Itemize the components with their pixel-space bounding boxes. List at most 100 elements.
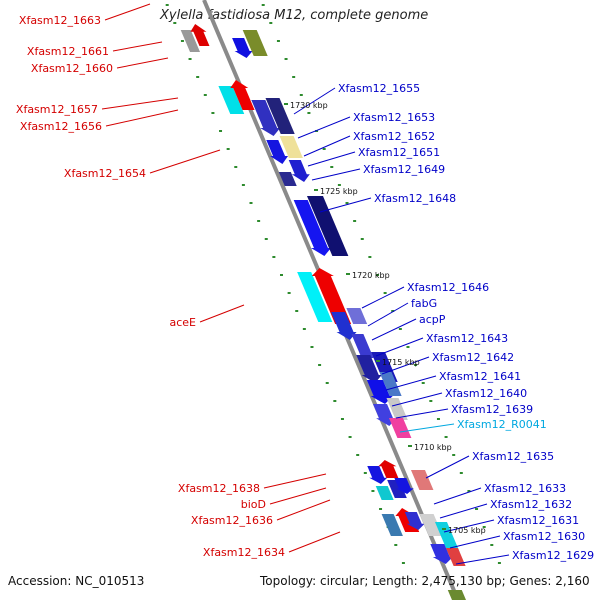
gene-label-right[interactable]: Xfasm12_1629 <box>512 549 594 562</box>
gene-label-right[interactable]: Xfasm12_1640 <box>445 387 527 400</box>
gene-block[interactable] <box>445 548 466 566</box>
gene-label-left[interactable]: Xfasm12_1660 <box>31 62 113 75</box>
track-dot <box>398 328 402 330</box>
gene-block[interactable] <box>293 200 331 256</box>
track-dot <box>173 22 177 24</box>
gene-block[interactable] <box>311 268 352 324</box>
gene-block[interactable] <box>190 24 210 46</box>
gene-label-right[interactable]: Xfasm12_1655 <box>338 82 420 95</box>
gene-block[interactable] <box>297 272 333 322</box>
gene-block[interactable] <box>346 308 368 324</box>
gene-block[interactable] <box>288 160 310 182</box>
track-dot <box>272 256 276 258</box>
gene-label-left[interactable]: Xfasm12_1657 <box>16 103 98 116</box>
track-dot <box>292 76 296 78</box>
track-dot <box>325 382 329 384</box>
track-dot <box>261 4 265 6</box>
track-dot <box>188 58 192 60</box>
gene-label-right[interactable]: Xfasm12_1642 <box>432 351 514 364</box>
track-dot <box>295 310 299 312</box>
label-leader-line <box>395 408 449 419</box>
gene-label-right[interactable]: Xfasm12_1633 <box>484 482 566 495</box>
label-leader-line <box>104 3 151 21</box>
gene-label-right[interactable]: Xfasm12_1630 <box>503 530 585 543</box>
gene-block[interactable] <box>366 380 393 404</box>
gene-block[interactable] <box>279 136 303 158</box>
gene-block[interactable] <box>388 418 412 438</box>
gene-label-left[interactable]: aceE <box>169 316 196 329</box>
gene-label-right[interactable]: Xfasm12_1631 <box>497 514 579 527</box>
gene-block[interactable] <box>381 514 403 536</box>
gene-block[interactable] <box>356 355 382 383</box>
gene-block[interactable] <box>430 544 453 564</box>
gene-block[interactable] <box>265 98 295 134</box>
gene-label-right[interactable]: Xfasm12_1632 <box>490 498 572 511</box>
label-leader-line <box>381 356 430 375</box>
gene-label-right[interactable]: Xfasm12_R0041 <box>457 418 547 431</box>
gene-block[interactable] <box>386 398 408 420</box>
gene-label-left[interactable]: bioD <box>241 498 266 511</box>
gene-block[interactable] <box>230 80 255 110</box>
gene-label-right[interactable]: Xfasm12_1648 <box>374 192 456 205</box>
gene-block[interactable] <box>218 86 245 114</box>
gene-label-right[interactable]: Xfasm12_1652 <box>353 130 435 143</box>
label-leader-line <box>455 554 510 565</box>
track-dot <box>307 112 311 114</box>
gene-block[interactable] <box>434 522 460 552</box>
label-leader-line <box>399 423 455 433</box>
gene-label-left[interactable]: Xfasm12_1654 <box>64 167 146 180</box>
gene-label-left[interactable]: Xfasm12_1663 <box>19 14 101 27</box>
label-leader-line <box>449 535 501 549</box>
gene-block[interactable] <box>447 590 467 600</box>
label-leader-line <box>439 503 488 519</box>
gene-block[interactable] <box>351 334 374 358</box>
gene-block[interactable] <box>251 100 281 136</box>
track-dot <box>276 40 280 42</box>
kbp-tick-label: 1725 kbp <box>320 187 358 196</box>
kbp-tick-mark <box>346 273 350 275</box>
label-leader-line <box>116 57 169 69</box>
gene-label-right[interactable]: Xfasm12_1635 <box>472 450 554 463</box>
gene-label-left[interactable]: Xfasm12_1636 <box>191 514 273 527</box>
gene-block[interactable] <box>331 312 357 340</box>
track-dot <box>322 148 326 150</box>
kbp-tick-label: 1715 kbp <box>382 358 420 367</box>
gene-block[interactable] <box>242 30 268 56</box>
gene-block[interactable] <box>379 372 402 396</box>
label-leader-line <box>319 197 372 213</box>
gene-block[interactable] <box>394 478 414 494</box>
track-dot <box>467 490 471 492</box>
gene-block[interactable] <box>306 196 349 256</box>
gene-block[interactable] <box>410 470 434 490</box>
gene-label-left[interactable]: Xfasm12_1634 <box>203 546 285 559</box>
gene-label-right[interactable]: Xfasm12_1649 <box>363 163 445 176</box>
gene-block[interactable] <box>419 514 443 536</box>
gene-label-right[interactable]: acpP <box>419 313 446 326</box>
gene-label-right[interactable]: fabG <box>411 297 437 310</box>
gene-block[interactable] <box>232 38 253 58</box>
gene-label-right[interactable]: Xfasm12_1639 <box>451 403 533 416</box>
label-leader-line <box>385 375 437 391</box>
track-dot <box>348 436 352 438</box>
gene-block[interactable] <box>266 140 289 164</box>
gene-label-right[interactable]: Xfasm12_1651 <box>358 146 440 159</box>
gene-label-right[interactable]: Xfasm12_1653 <box>353 111 435 124</box>
label-leader-lines <box>101 3 510 565</box>
gene-label-right[interactable]: Xfasm12_1646 <box>407 281 489 294</box>
gene-label-left[interactable]: Xfasm12_1638 <box>178 482 260 495</box>
gene-block[interactable] <box>278 172 297 186</box>
gene-block[interactable] <box>375 486 394 500</box>
track-dot <box>406 346 410 348</box>
gene-block[interactable] <box>378 460 399 478</box>
label-leader-line <box>391 392 443 407</box>
gene-block[interactable] <box>180 30 201 52</box>
gene-label-left[interactable]: Xfasm12_1661 <box>27 45 109 58</box>
gene-label-left[interactable]: Xfasm12_1656 <box>20 120 102 133</box>
track-dot <box>299 94 303 96</box>
gene-label-right[interactable]: Xfasm12_1641 <box>439 370 521 383</box>
gene-label-right[interactable]: Xfasm12_1643 <box>426 332 508 345</box>
gene-block[interactable] <box>404 512 425 530</box>
gene-block[interactable] <box>367 466 388 484</box>
